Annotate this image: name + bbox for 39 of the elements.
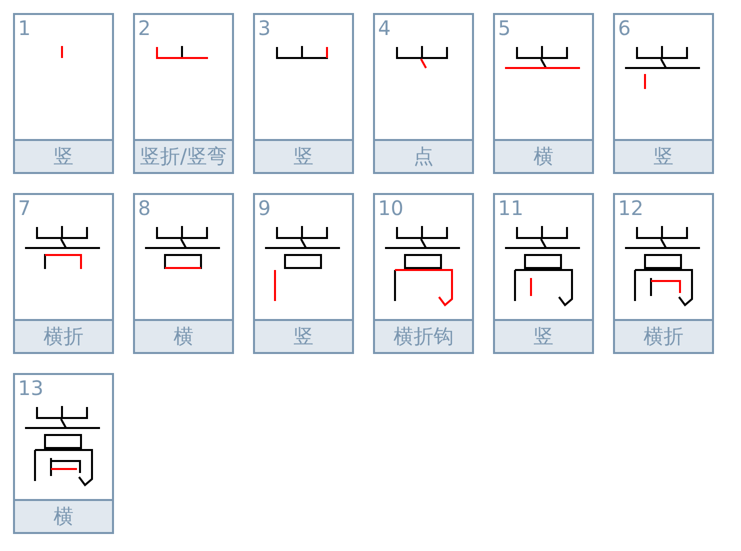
stroke-name-label: 横 bbox=[135, 319, 232, 352]
stroke-name-label: 点 bbox=[375, 139, 472, 172]
stroke-card bbox=[133, 193, 234, 354]
stroke-number: 3 bbox=[258, 17, 271, 39]
stroke-number: 1 bbox=[18, 17, 31, 39]
stroke-name-label: 竖 bbox=[15, 139, 112, 172]
stroke-card bbox=[613, 193, 714, 354]
stroke-name-label: 竖折/竖弯 bbox=[135, 139, 232, 172]
stroke-card bbox=[613, 13, 714, 174]
stroke-number: 5 bbox=[498, 17, 511, 39]
stroke-number: 6 bbox=[618, 17, 631, 39]
stroke-card bbox=[373, 193, 474, 354]
stroke-number: 10 bbox=[378, 197, 404, 219]
stroke-card bbox=[493, 193, 594, 354]
stroke-number: 12 bbox=[618, 197, 644, 219]
stroke-number: 7 bbox=[18, 197, 31, 219]
stroke-name-label: 横 bbox=[15, 499, 112, 532]
stroke-number: 2 bbox=[138, 17, 151, 39]
stroke-card bbox=[373, 13, 474, 174]
stroke-name-label: 竖 bbox=[255, 319, 352, 352]
stroke-name-label: 竖 bbox=[615, 139, 712, 172]
stroke-name-label: 横折钩 bbox=[375, 319, 472, 352]
stroke-name-label: 横折 bbox=[615, 319, 712, 352]
stroke-card bbox=[133, 13, 234, 174]
stroke-name-label: 竖 bbox=[255, 139, 352, 172]
stroke-number: 4 bbox=[378, 17, 391, 39]
stroke-number: 8 bbox=[138, 197, 151, 219]
stroke-card bbox=[13, 373, 114, 534]
stroke-name-label: 竖 bbox=[495, 319, 592, 352]
stroke-card bbox=[493, 13, 594, 174]
stroke-number: 13 bbox=[18, 377, 44, 399]
stroke-card bbox=[253, 13, 354, 174]
stroke-card bbox=[253, 193, 354, 354]
stroke-name-label: 横 bbox=[495, 139, 592, 172]
stroke-number: 11 bbox=[498, 197, 524, 219]
stroke-name-label: 横折 bbox=[15, 319, 112, 352]
stroke-number: 9 bbox=[258, 197, 271, 219]
stroke-card bbox=[13, 13, 114, 174]
stroke-card bbox=[13, 193, 114, 354]
